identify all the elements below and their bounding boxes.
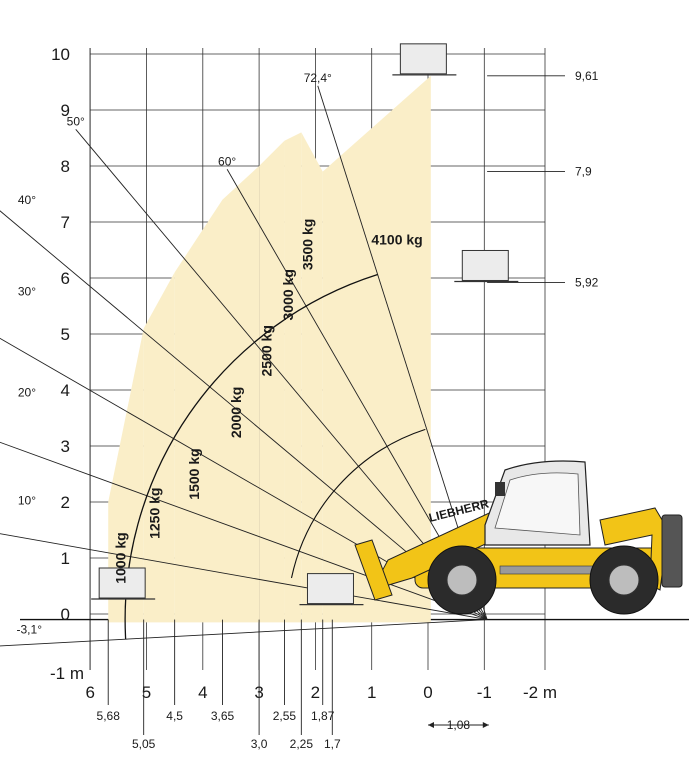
- y-tick-label: 0: [61, 605, 70, 624]
- boom-angle-label: 40°: [18, 193, 36, 207]
- load-zone: [322, 75, 431, 623]
- cab-side-mirror: [495, 482, 505, 496]
- load-zone: [108, 328, 144, 623]
- load-label: 1000 kg: [113, 532, 129, 583]
- boom-angle-ray: [75, 129, 488, 620]
- x-tick-label: 5: [142, 683, 151, 702]
- height-mark-label: 9,61: [575, 69, 599, 83]
- y-tick-label: 10: [51, 45, 70, 64]
- reach-mark-label: 2,55: [273, 709, 297, 723]
- y-unit-label: -1 m: [50, 664, 84, 683]
- load-box-high: [461, 249, 509, 281]
- front-wheel-hub: [446, 564, 478, 596]
- boom-angle-label: -3,1°: [17, 623, 43, 637]
- y-tick-label: 8: [61, 157, 70, 176]
- boom-angle-label: 20°: [18, 386, 36, 400]
- rear-counterweight: [661, 514, 683, 588]
- y-tick-label: 7: [61, 213, 70, 232]
- load-zone: [284, 132, 302, 623]
- x-tick-label: 1: [367, 683, 376, 702]
- load-zone: [143, 272, 175, 623]
- boom-angle-ray: [0, 619, 488, 647]
- reach-mark-label: 5,05: [132, 737, 156, 751]
- load-label: 3000 kg: [280, 269, 296, 320]
- inner-envelope-arc: [290, 428, 426, 579]
- cab-window: [494, 472, 581, 536]
- reach-mark-label: 5,68: [97, 709, 121, 723]
- x-tick-label: 2: [311, 683, 320, 702]
- boom-angle-label: 30°: [18, 285, 36, 299]
- boom-angle-ray: [0, 533, 488, 621]
- load-zone: [259, 140, 285, 623]
- load-label: 1250 kg: [146, 488, 162, 539]
- load-zone: [301, 132, 323, 623]
- load-label: 3500 kg: [300, 219, 316, 270]
- load-box-ground: [306, 573, 354, 605]
- dimension-label: 1,08: [447, 718, 471, 732]
- load-zones: [108, 75, 431, 623]
- x-unit-label: -2 m: [523, 683, 557, 702]
- reach-mark-label: 1,7: [324, 737, 341, 751]
- reach-mark-label: 4,5: [166, 709, 183, 723]
- load-box-top: [399, 43, 447, 75]
- y-tick-label: 9: [61, 101, 70, 120]
- load-label: 2000 kg: [228, 387, 244, 438]
- height-mark-label: 5,92: [575, 275, 599, 289]
- x-tick-label: 6: [85, 683, 94, 702]
- y-tick-label: 5: [61, 325, 70, 344]
- x-tick-label: 0: [423, 683, 432, 702]
- telehandler-illustration: LIEBHERR: [354, 460, 683, 615]
- boom-angle-label: 60°: [218, 154, 236, 168]
- boom-angle-label: 10°: [18, 493, 36, 507]
- y-tick-label: 4: [61, 381, 70, 400]
- load-labels: 1000 kg 1250 kg 1500 kg 2000 kg 2500 kg 3000 …: [113, 219, 423, 584]
- load-label: 2500 kg: [258, 325, 274, 376]
- fork-carriage: [354, 539, 393, 601]
- y-tick-label: 2: [61, 493, 70, 512]
- y-tick-label: 6: [61, 269, 70, 288]
- reach-mark-label: 2,25: [290, 737, 314, 751]
- load-label: 4100 kg: [371, 231, 422, 247]
- boom-angle-ray: [0, 210, 488, 620]
- load-zone: [174, 199, 223, 623]
- rear-wheel-hub: [608, 564, 640, 596]
- y-tick-label: 3: [61, 437, 70, 456]
- load-box-far: [98, 567, 146, 599]
- x-tick-label: 4: [198, 683, 207, 702]
- dimension-marks: 9,61 7,9 5,92 5,68 5,05 4,5 3,65 3,0 2,55 2,25 1,8…: [97, 69, 599, 751]
- height-mark-label: 7,9: [575, 165, 592, 179]
- reach-mark-label: 3,0: [251, 737, 268, 751]
- boom-angle-label: 50°: [67, 114, 85, 128]
- boom-angle-label: 72,4°: [304, 71, 332, 85]
- load-label: 1500 kg: [186, 448, 202, 499]
- load-zone: [222, 166, 260, 623]
- reach-mark-label: 1,87: [311, 709, 335, 723]
- y-tick-label: 1: [61, 549, 70, 568]
- reach-mark-label: 3,65: [211, 709, 235, 723]
- load-boxes: [91, 43, 519, 606]
- x-tick-label: -1: [477, 683, 492, 702]
